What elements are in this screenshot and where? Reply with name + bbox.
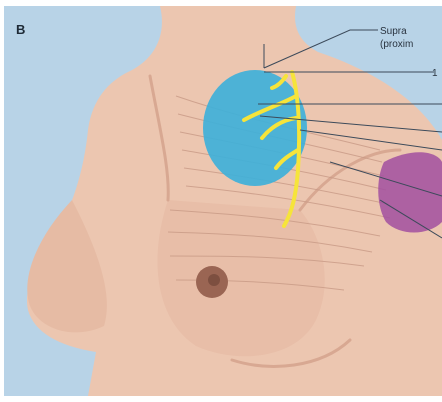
border-left <box>0 0 4 402</box>
border-top <box>0 0 442 6</box>
nipple-center <box>208 274 220 286</box>
panel-letter: B <box>16 22 25 37</box>
right-breast <box>157 200 324 356</box>
blue-region <box>203 70 307 186</box>
border-bottom <box>0 396 442 402</box>
label-proxim: (proxim <box>380 39 413 50</box>
purple-region <box>378 152 442 232</box>
label-supra: Supra <box>380 26 407 37</box>
label-1: 1 <box>432 68 438 79</box>
